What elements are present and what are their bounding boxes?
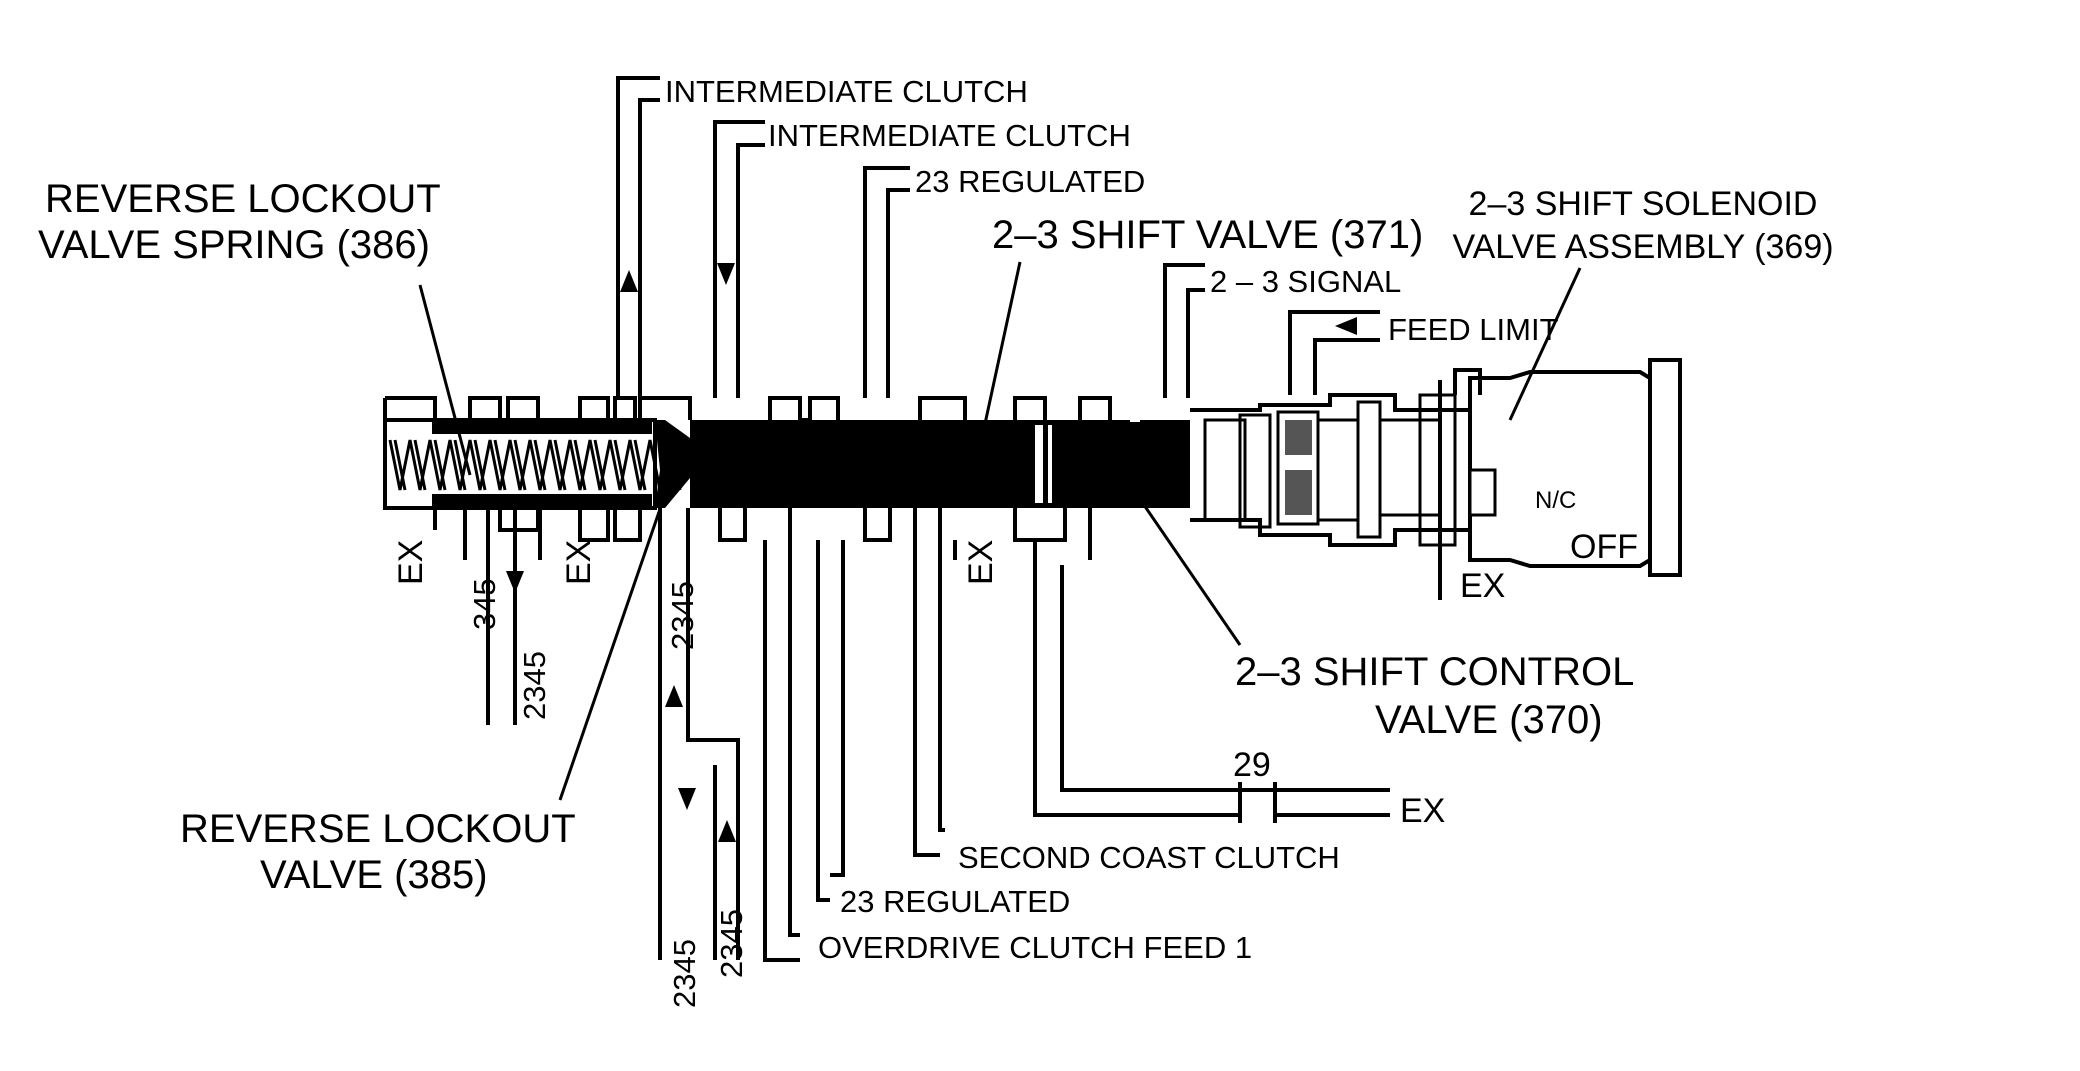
reverse-lockout-spring-label-1: REVERSE LOCKOUT	[45, 177, 441, 221]
passage-2345-label-b: 2345	[665, 581, 700, 650]
bottom-passages	[463, 508, 1390, 962]
ex-solenoid-label: EX	[1460, 567, 1505, 605]
reverse-lockout-spring	[383, 418, 682, 510]
shift-control-valve-label-2: VALVE (370)	[1375, 698, 1603, 742]
ex-label-2: EX	[560, 540, 598, 585]
top-passages	[616, 76, 1380, 398]
solenoid-label-1: 2–3 SHIFT SOLENOID	[1469, 185, 1818, 223]
passage-2345-label-c: 2345	[667, 939, 702, 1008]
reverse-lockout-valve-label-2: VALVE (385)	[260, 853, 488, 897]
passage-2345-label-a: 2345	[517, 651, 552, 720]
solenoid-state-nc: N/C	[1535, 487, 1576, 514]
passage-feed-limit: FEED LIMIT	[1388, 312, 1559, 347]
passage-345-label: 345	[467, 578, 502, 630]
ex-label-3: EX	[962, 540, 1000, 585]
passage-2-3-signal: 2 – 3 SIGNAL	[1210, 264, 1401, 299]
solenoid-label-2: VALVE ASSEMBLY (369)	[1452, 228, 1833, 266]
shift-valve-spool	[655, 418, 1190, 508]
orifice-29-label: 29	[1233, 746, 1271, 784]
passage-2345-label-d: 2345	[714, 909, 749, 978]
passage-intermediate-clutch-b: INTERMEDIATE CLUTCH	[768, 118, 1131, 153]
leader-lines	[418, 261, 1582, 801]
passage-overdrive-clutch-feed: OVERDRIVE CLUTCH FEED 1	[818, 930, 1252, 965]
passage-intermediate-clutch-a: INTERMEDIATE CLUTCH	[665, 74, 1028, 109]
solenoid-assembly	[1190, 358, 1682, 600]
solenoid-state-off: OFF	[1570, 528, 1638, 566]
reverse-lockout-spring-label-2: VALVE SPRING (386)	[38, 223, 430, 267]
ex-label-1: EX	[392, 540, 430, 585]
reverse-lockout-valve-label-1: REVERSE LOCKOUT	[180, 807, 576, 851]
ex-right-label: EX	[1400, 792, 1445, 830]
passage-23-regulated-bottom: 23 REGULATED	[840, 884, 1070, 919]
shift-control-valve-label-1: 2–3 SHIFT CONTROL	[1235, 650, 1634, 694]
passage-second-coast-clutch: SECOND COAST CLUTCH	[958, 840, 1340, 875]
shift-valve-label: 2–3 SHIFT VALVE (371)	[992, 213, 1423, 257]
passage-23-regulated-top: 23 REGULATED	[915, 164, 1145, 199]
